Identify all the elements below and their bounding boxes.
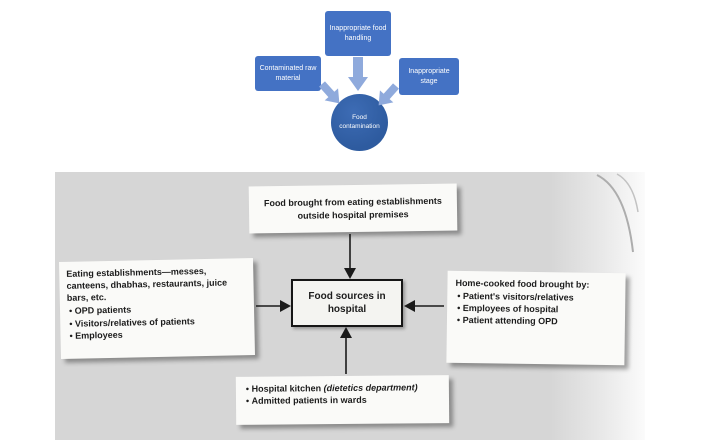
bottom-source-list: Hospital kitchen (dietetics department) … — [244, 381, 441, 407]
cause-label: Inappropriate stage — [408, 68, 450, 85]
top-source-box: Food brought from eating establishments … — [248, 183, 458, 234]
kitchen-dept-italic: (dietetics department) — [323, 382, 418, 394]
cause-label: Inappropriate food handling — [329, 25, 387, 42]
right-source-intro: Home-cooked food brought by: — [455, 277, 590, 290]
left-source-intro: Eating establishments—messes, canteens, … — [66, 265, 228, 304]
center-food-sources-box: Food sources in hospital — [291, 279, 403, 327]
list-item: Hospital kitchen (dietetics department) — [244, 381, 441, 395]
left-source-list: OPD patients Visitors/relatives of patie… — [67, 302, 248, 342]
list-item: Patient attending OPD — [455, 314, 617, 328]
cause-box-inappropriate-stage: Inappropriate stage — [399, 58, 459, 95]
right-source-box: Home-cooked food brought by: Patient's v… — [446, 270, 626, 366]
right-source-list: Patient's visitors/relatives Employees o… — [455, 290, 617, 329]
cause-box-inappropriate-food-handling: Inappropriate food handling — [325, 11, 391, 56]
food-contamination-circle: Food contamination — [331, 94, 388, 151]
kitchen-label: Hospital kitchen — [251, 383, 324, 394]
left-source-box: Eating establishments—messes, canteens, … — [59, 257, 255, 360]
list-item: Admitted patients in wards — [244, 393, 441, 407]
bottom-source-box: Hospital kitchen (dietetics department) … — [235, 375, 450, 425]
arrow-top-cause-to-circle — [348, 57, 368, 91]
cause-label: Contaminated raw material — [259, 65, 317, 82]
circle-label: Food contamination — [339, 113, 380, 130]
top-source-line2: outside hospital premises — [297, 208, 409, 221]
center-box-label: Food sources in hospital — [308, 290, 386, 316]
cause-box-contaminated-raw-material: Contaminated raw material — [255, 56, 321, 91]
